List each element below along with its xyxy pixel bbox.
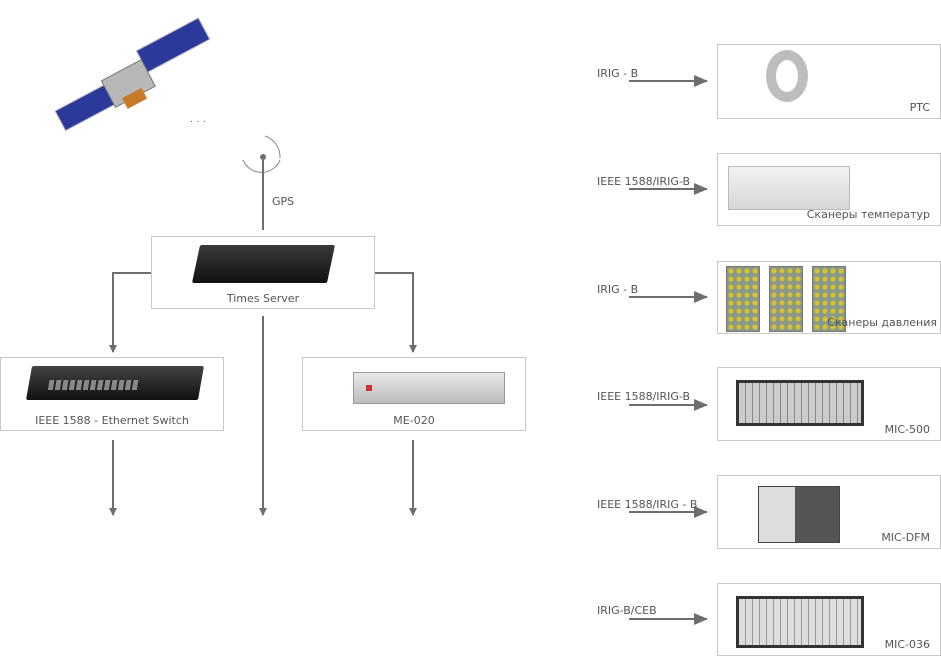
times-server-label: Times Server (226, 292, 300, 305)
signal-label: IEEE 1588/IRIG-B (597, 175, 691, 188)
signal-label: IEEE 1588/IRIG-B (597, 390, 691, 403)
me020-label: ME-020 (393, 414, 435, 427)
times-server-box[interactable]: Times Server (151, 236, 375, 309)
device-label: Сканеры температур (806, 208, 930, 221)
gps-label: GPS (272, 195, 295, 208)
ethernet-switch-box[interactable]: IEEE 1588 - Ethernet Switch (0, 357, 224, 431)
antenna-icon (242, 159, 281, 173)
device-label: MIC-500 (884, 423, 930, 436)
mic-dfm-image (758, 486, 840, 543)
pressure-scanner-image (812, 266, 846, 332)
svg-text:· · ·: · · · (190, 117, 206, 128)
device-mic-036[interactable]: MIC-036 (717, 583, 941, 656)
me020-box[interactable]: ME-020 (302, 357, 526, 431)
satellite-icon: · · · (54, 17, 211, 132)
pressure-scanner-image (726, 266, 760, 332)
signal-label: IRIG-B/CEB (597, 604, 657, 617)
signal-label: IRIG - B (597, 67, 639, 80)
temp-scanner-image (728, 166, 850, 210)
device-ptc[interactable]: PTC (717, 44, 941, 119)
device-mic-dfm[interactable]: MIC-DFM (717, 475, 941, 549)
ptc-image (766, 50, 808, 102)
signal-label: IRIG - B (597, 283, 639, 296)
device-label: MIC-DFM (881, 531, 930, 544)
mic-500-image (736, 380, 864, 426)
device-label: MIC-036 (884, 638, 930, 651)
device-label: PTC (909, 101, 930, 114)
mic-036-image (736, 596, 864, 648)
pressure-scanner-image (769, 266, 803, 332)
device-pressure-scanners[interactable]: Сканеры давления (717, 261, 941, 334)
switch-label: IEEE 1588 - Ethernet Switch (35, 414, 189, 427)
me020-image (353, 372, 505, 404)
device-label: Сканеры давления (827, 316, 937, 329)
times-server-image (191, 245, 336, 283)
signal-label: IEEE 1588/IRIG - B (597, 498, 698, 511)
device-temp-scanners[interactable]: Сканеры температур (717, 153, 941, 226)
device-mic-500[interactable]: MIC-500 (717, 367, 941, 441)
switch-image (26, 366, 204, 400)
